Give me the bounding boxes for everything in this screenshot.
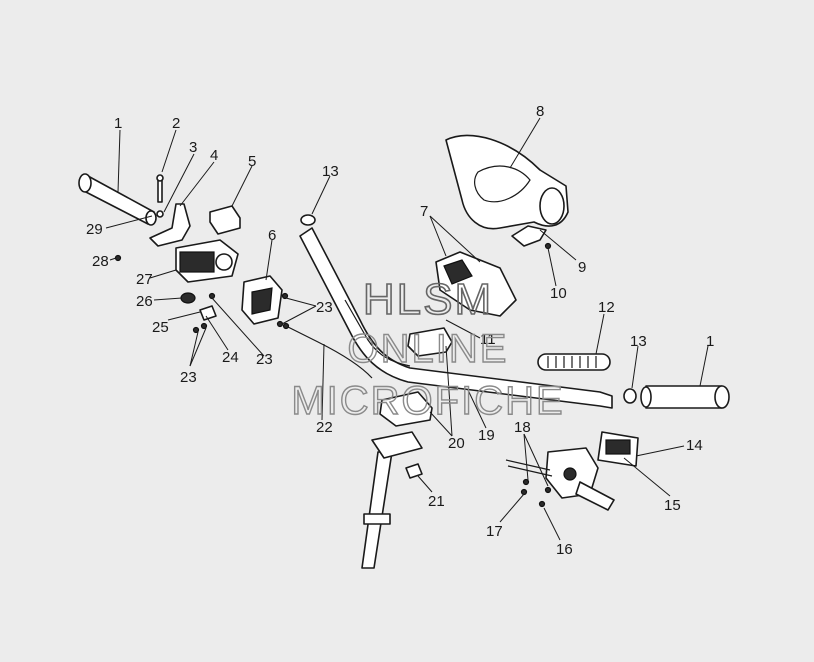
callout-21: 21 xyxy=(428,493,445,510)
bar-clamp-lower xyxy=(379,391,433,427)
watermark-line-3: MICROFICHE xyxy=(291,379,564,423)
end-cap xyxy=(300,214,637,404)
callout-15: 15 xyxy=(664,497,681,514)
windshield-mount xyxy=(435,251,517,317)
callout-26: 26 xyxy=(136,293,153,310)
callout-29: 29 xyxy=(86,221,103,238)
callout-7: 7 xyxy=(420,203,428,220)
right-grip xyxy=(640,385,730,409)
housing-cover xyxy=(241,275,283,325)
callout-1-right: 1 xyxy=(706,333,714,350)
pin xyxy=(156,174,164,203)
callout-4: 4 xyxy=(210,147,218,164)
retainer xyxy=(199,305,217,321)
callout-25: 25 xyxy=(152,319,169,336)
callout-2: 2 xyxy=(172,115,180,132)
callout-28: 28 xyxy=(92,253,109,270)
block xyxy=(209,205,241,235)
callout-22: 22 xyxy=(316,419,333,436)
callout-8: 8 xyxy=(536,103,544,120)
callout-17: 17 xyxy=(486,523,503,540)
handlebar xyxy=(299,227,613,409)
callout-12: 12 xyxy=(598,299,615,316)
watermark-line-2: ONLINE xyxy=(348,327,509,371)
callout-14: 14 xyxy=(686,437,703,454)
callout-23-c: 23 xyxy=(180,369,197,386)
heater-element xyxy=(537,353,611,371)
cover-bracket xyxy=(511,225,552,250)
callout-1-left: 1 xyxy=(114,115,122,132)
callout-24: 24 xyxy=(222,349,239,366)
cap xyxy=(180,292,196,304)
handlebar-pad xyxy=(445,134,569,230)
callout-16: 16 xyxy=(556,541,573,558)
callout-6: 6 xyxy=(268,227,276,244)
left-grip xyxy=(78,173,157,226)
callout-27: 27 xyxy=(136,271,153,288)
callout-13-left: 13 xyxy=(322,163,339,180)
throttle-housing xyxy=(175,239,239,283)
callout-11: 11 xyxy=(480,331,496,348)
callout-13-right: 13 xyxy=(630,333,647,350)
cable xyxy=(282,322,373,379)
leader-lines xyxy=(105,117,709,541)
steering-post xyxy=(361,431,423,569)
callout-5: 5 xyxy=(248,153,256,170)
watermark-line-1: HLSM xyxy=(363,275,493,324)
callout-18: 18 xyxy=(514,419,531,436)
callout-23-a: 23 xyxy=(316,299,333,316)
washer xyxy=(156,210,164,218)
callout-9: 9 xyxy=(578,259,586,276)
callout-10: 10 xyxy=(550,285,567,302)
callout-20: 20 xyxy=(448,435,465,452)
throttle-lever xyxy=(149,203,191,247)
brake-assembly xyxy=(545,447,615,511)
switch-housing xyxy=(597,431,639,467)
watermark: HLSM ONLINE MICROFICHE xyxy=(291,274,564,424)
callout-3: 3 xyxy=(189,139,197,156)
screws-right xyxy=(520,478,552,508)
callout-19: 19 xyxy=(478,427,495,444)
callout-23-b: 23 xyxy=(256,351,273,368)
callout-labels: 1 2 3 4 5 6 7 8 9 10 11 12 13 13 1 14 15… xyxy=(86,103,714,558)
nut xyxy=(405,463,423,479)
brake-lines xyxy=(505,459,553,477)
